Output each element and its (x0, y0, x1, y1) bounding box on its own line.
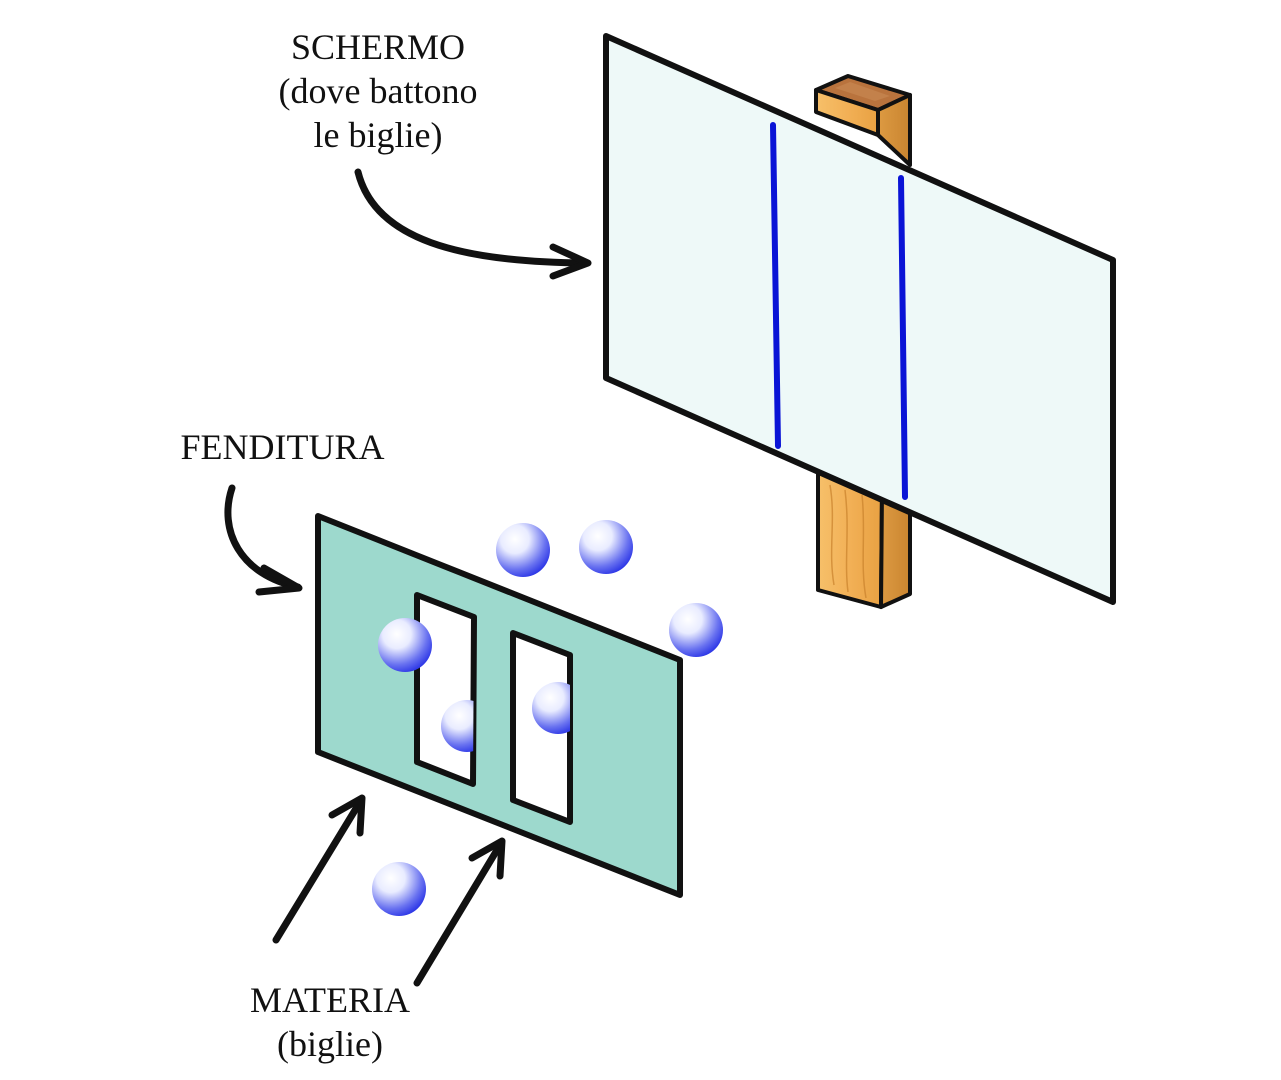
impact-line-right (898, 175, 908, 500)
slit-plate (315, 513, 683, 898)
arrows (224, 168, 592, 987)
marble-in-slit-right (532, 682, 570, 734)
slit-label: FENDITURA (165, 425, 400, 469)
matter-label: MATERIA (biglie) (225, 978, 435, 1066)
marbles (372, 520, 723, 916)
matter-arrow-left-head (328, 794, 366, 837)
screen-panel (603, 33, 1116, 605)
matter-label-line2: (biglie) (277, 1024, 383, 1064)
impact-line-left (770, 122, 781, 449)
matter-label-line1: MATERIA (250, 980, 410, 1020)
screen-label-line1: SCHERMO (290, 27, 466, 67)
marble (496, 523, 550, 577)
screen-label-line3: le biglie) (313, 115, 443, 155)
matter-arrow-right-head (468, 837, 506, 880)
screen-arrow-head (549, 243, 592, 280)
matter-arrow-left (272, 798, 364, 944)
marble (372, 862, 426, 916)
marble (579, 520, 633, 574)
slit-arrow (224, 484, 302, 591)
marble (378, 618, 432, 672)
matter-arrow-right (413, 841, 504, 987)
screen-label-line2: (dove battono (278, 71, 478, 111)
marble-in-slit-left (441, 700, 474, 752)
wooden-post-top (814, 74, 912, 167)
marble (669, 603, 723, 657)
screen-label: SCHERMO (dove battono le biglie) (248, 25, 508, 157)
slit-arrow-head (255, 564, 303, 596)
screen-arrow (354, 168, 589, 267)
slit-label-line1: FENDITURA (180, 427, 385, 467)
slit-opening-left (414, 592, 477, 787)
